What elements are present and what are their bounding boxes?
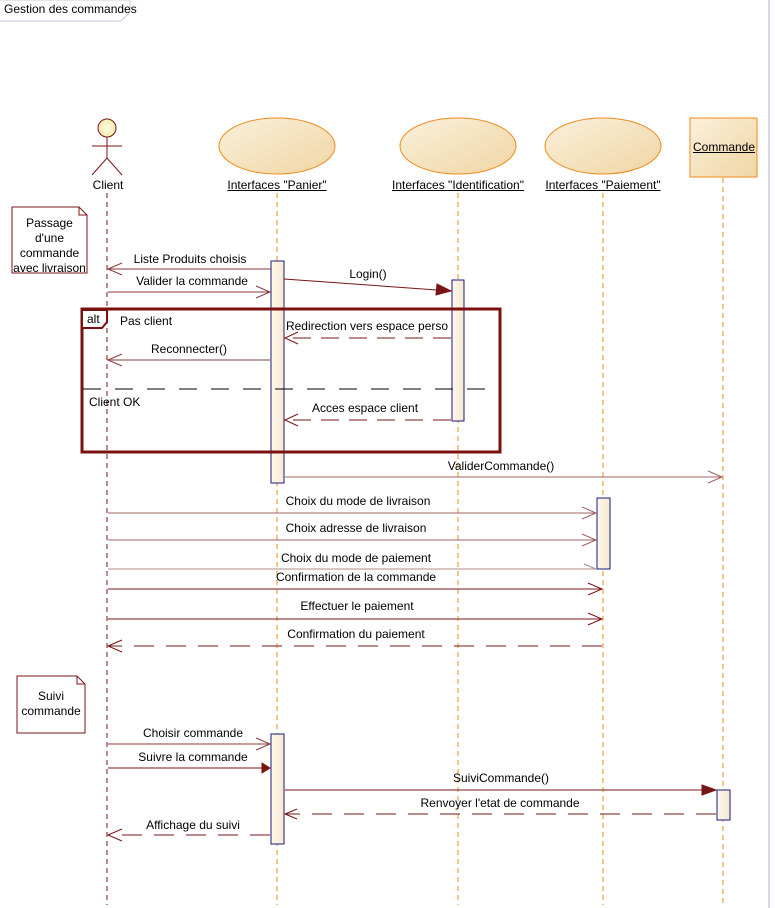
- lifeline-label-panier: Interfaces "Panier": [227, 178, 327, 192]
- msg-label: Valider la commande: [136, 274, 248, 288]
- msg-confirmation-commande: [108, 582, 604, 596]
- alt-guard-client-ok: Client OK: [89, 395, 141, 409]
- msg-affichage-suivi: [106, 828, 270, 842]
- boundary-paiement-shape: [544, 117, 662, 175]
- lifeline-label-client: Client: [92, 178, 124, 192]
- msg-label: Choix adresse de livraison: [285, 521, 427, 535]
- alt-operator-tab: [83, 309, 108, 329]
- msg-suivi-commande-call: [285, 784, 718, 796]
- activation-panier-1: [270, 260, 285, 484]
- alt-guard-pas-client: Pas client: [120, 314, 173, 328]
- lifeline-label-commande: Commande: [692, 140, 756, 154]
- msg-valider-commande: [108, 285, 272, 299]
- msg-effectuer-paiement: [108, 612, 604, 626]
- activation-paiement: [596, 497, 611, 570]
- msg-label: Reconnecter(): [150, 342, 228, 356]
- alt-fragment: [80, 307, 502, 454]
- msg-label: Suivre la commande: [138, 750, 248, 764]
- msg-label: SuiviCommande(): [452, 771, 550, 785]
- note-line: avec livraison: [13, 261, 86, 275]
- boundary-panier-shape: [218, 117, 336, 175]
- boundary-identification-shape: [399, 117, 517, 175]
- note-line: commande: [19, 246, 80, 260]
- activation-commande: [716, 789, 731, 821]
- note-line: Passage d'une: [26, 216, 73, 245]
- msg-label: ValiderCommande(): [447, 459, 555, 473]
- actor-client-icon: [91, 118, 123, 176]
- msg-choix-mode-livraison: [108, 506, 598, 520]
- msg-label: Affichage du suivi: [146, 818, 240, 832]
- msg-redirection: [283, 331, 451, 345]
- canvas-border: [768, 0, 770, 908]
- note-suivi-commande-text: Suivi commande: [17, 689, 85, 719]
- msg-label: Renvoyer l'etat de commande: [420, 796, 580, 810]
- message-arrows: [106, 262, 724, 842]
- activation-panier-2: [270, 733, 285, 845]
- title-tab-shape: [0, 0, 131, 22]
- msg-label: Choix du mode de paiement: [280, 551, 432, 565]
- diagram-title: Gestion des commandes: [4, 2, 137, 16]
- msg-label: Effectuer le paiement: [300, 599, 414, 613]
- msg-choisir-commande: [108, 737, 272, 751]
- msg-suivre-commande: [108, 762, 271, 774]
- msg-label: Redirection vers espace perso: [285, 319, 449, 333]
- lifeline-label-paiement: Interfaces "Paiement": [545, 178, 661, 192]
- msg-valider-commande-call: [285, 470, 724, 484]
- msg-reconnecter: [106, 353, 270, 367]
- note-suivi-commande: [16, 675, 86, 734]
- object-commande-shape: [689, 117, 758, 178]
- note-line: commande: [21, 704, 81, 718]
- msg-label: Login(): [349, 267, 387, 281]
- msg-choix-mode-paiement: [108, 563, 597, 570]
- note-line: Suivi: [37, 689, 64, 703]
- msg-confirmation-paiement: [106, 639, 602, 653]
- msg-label: Choix du mode de livraison: [285, 494, 431, 508]
- msg-label: Confirmation du paiement: [287, 627, 425, 641]
- msg-login: [283, 278, 453, 296]
- msg-acces-espace-client: [283, 413, 451, 427]
- msg-label: Choisir commande: [142, 726, 244, 740]
- note-passage-commande-text: Passage d'une commande avec livraison: [12, 216, 87, 276]
- msg-label: Acces espace client: [311, 401, 419, 415]
- msg-label: Confirmation de la commande: [275, 570, 437, 584]
- alt-operator-label: alt: [87, 312, 100, 326]
- msg-label: Liste Produits choisis: [133, 252, 247, 266]
- msg-choix-adresse-livraison: [108, 533, 598, 547]
- activation-identification: [451, 279, 465, 422]
- msg-renvoyer-etat: [283, 808, 716, 820]
- msg-liste-produits: [106, 262, 271, 276]
- note-passage-commande: [11, 206, 88, 274]
- lifeline-label-identification: Interfaces "Identification": [392, 178, 524, 192]
